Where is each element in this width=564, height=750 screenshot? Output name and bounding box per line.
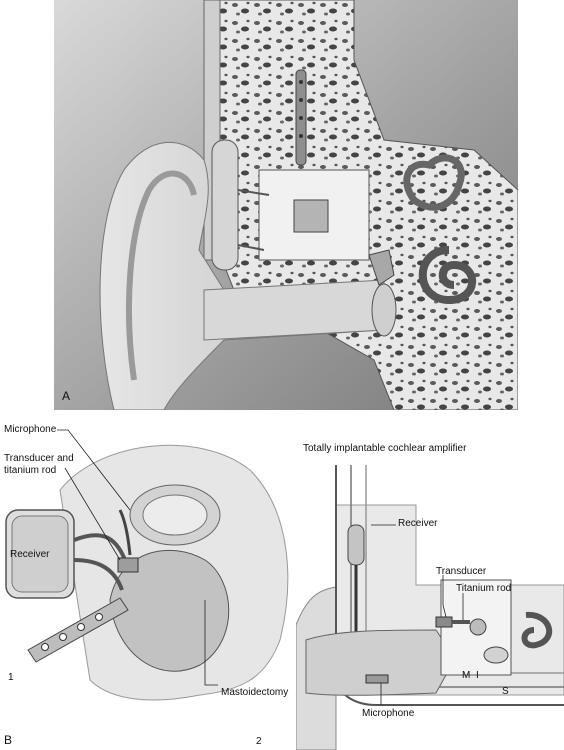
label-microphone-2: Microphone <box>362 708 415 719</box>
label-receiver-1: Receiver <box>10 549 50 560</box>
leader-line-mastoidectomy <box>204 600 218 686</box>
label-titanium-rod-2: Titanium rod <box>456 583 512 594</box>
panel-b: Microphone Transducer and titanium rod R… <box>0 410 564 750</box>
leader-line-transducer <box>64 467 121 561</box>
cochlear-amplifier-cross-section <box>296 465 564 750</box>
panel-a-letter: A <box>62 389 71 403</box>
label-m-2: M <box>462 670 471 681</box>
label-receiver-2: Receiver <box>398 518 438 529</box>
label-mastoidectomy-1: Mastoidectomy <box>221 687 289 698</box>
label-transducer-titanium-rod-1: Transducer and titanium rod <box>4 453 74 476</box>
leader-line-transducer-2 <box>442 575 447 618</box>
panel-b-letter: B <box>4 733 13 747</box>
panel-a-illustration: A <box>54 0 518 410</box>
leader-line-microphone <box>57 429 131 511</box>
label-i-2: I <box>476 670 479 681</box>
label-microphone-1: Microphone <box>4 424 57 435</box>
implant-overview-drawing <box>5 429 289 701</box>
sub-figure-number-2: 2 <box>256 736 262 747</box>
sub-figure-number-1: 1 <box>8 672 14 683</box>
sub-figure-title-2: Totally implantable cochlear amplifier <box>303 443 467 454</box>
label-s-2: S <box>502 686 509 697</box>
ear-cross-section-drawing <box>54 0 518 410</box>
label-transducer-2: Transducer <box>436 566 487 577</box>
